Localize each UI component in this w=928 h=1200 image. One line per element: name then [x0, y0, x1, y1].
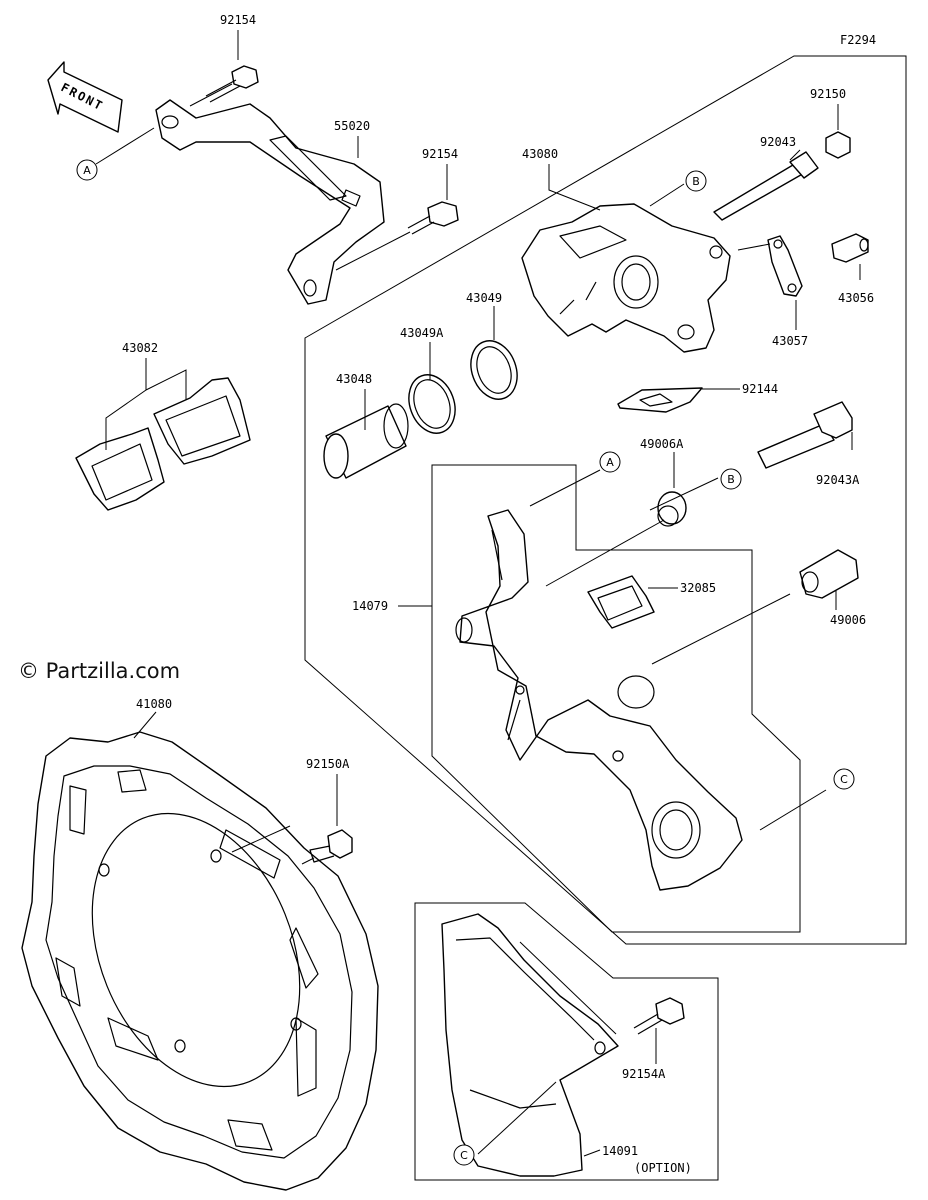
- part-label-92144: 92144: [742, 382, 778, 396]
- caliper-assembly-frame: [304, 55, 907, 945]
- part-label-92154-top: 92154: [220, 13, 256, 27]
- part-label-43056: 43056: [838, 291, 874, 305]
- plate-43057: [767, 235, 803, 297]
- svg-text:B: B: [692, 175, 700, 188]
- part-label-49006A: 49006A: [640, 437, 684, 451]
- bolt-92150A: [309, 829, 353, 863]
- pin-92043: [713, 151, 819, 221]
- part-label-92043A: 92043A: [816, 473, 860, 487]
- seal-43049A: [408, 374, 456, 434]
- callout-a-upper: A: [76, 159, 98, 181]
- callout-a-lower: A: [599, 451, 621, 473]
- bolt-92154-middle: [407, 201, 459, 235]
- callout-c-lower: C: [453, 1144, 475, 1166]
- part-label-43049: 43049: [466, 291, 502, 305]
- part-label-41080: 41080: [136, 697, 172, 711]
- brake-disc-41080: [21, 731, 379, 1191]
- caliper-body-43080: [521, 203, 731, 353]
- part-label-43082: 43082: [122, 341, 158, 355]
- caliper-guard-14091: [441, 913, 619, 1177]
- part-label-92043: 92043: [760, 135, 796, 149]
- clip-32085: [587, 575, 655, 629]
- part-label-43049A: 43049A: [400, 326, 444, 340]
- cap-92150: [825, 131, 851, 159]
- part-label-92150A: 92150A: [306, 757, 350, 771]
- piston-43048: [323, 403, 409, 479]
- svg-text:A: A: [83, 164, 91, 177]
- part-label-55020: 55020: [334, 119, 370, 133]
- part-label-14091: 14091: [602, 1144, 638, 1158]
- callout-b-lower: B: [720, 468, 742, 490]
- brake-pedal-bracket-55020: [155, 99, 385, 305]
- part-label-32085: 32085: [680, 581, 716, 595]
- part-label-92154-middle: 92154: [422, 147, 458, 161]
- callout-c-upper: C: [833, 768, 855, 790]
- leader-lines: [95, 30, 861, 1157]
- part-label-92150: 92150: [810, 87, 846, 101]
- caliper-bracket-14079: [455, 509, 743, 891]
- brake-pads-43082: [75, 377, 251, 511]
- guard-option-frame: [414, 902, 719, 1181]
- part-label-43048: 43048: [336, 372, 372, 386]
- figure-code: F2294: [840, 33, 876, 47]
- seal-43049: [470, 340, 518, 400]
- bracket-subassembly-frame: [431, 464, 801, 933]
- part-label-43080: 43080: [522, 147, 558, 161]
- part-label-49006: 49006: [830, 613, 866, 627]
- pin-92043A: [757, 401, 853, 469]
- front-arrow-icon: FRONT: [47, 61, 123, 133]
- bolt-92154A: [633, 997, 685, 1035]
- part-label-14079: 14079: [352, 599, 388, 613]
- svg-text:A: A: [606, 456, 614, 469]
- option-label: (OPTION): [634, 1161, 692, 1175]
- part-label-43057: 43057: [772, 334, 808, 348]
- boot-49006: [799, 549, 859, 599]
- boot-49006A: [657, 491, 687, 527]
- bolt-92154-top: [205, 65, 259, 103]
- watermark: © Partzilla.com: [18, 659, 180, 683]
- svg-text:C: C: [840, 773, 848, 786]
- svg-text:B: B: [727, 473, 735, 486]
- spring-92144: [617, 387, 703, 413]
- bleeder-43056: [831, 233, 869, 263]
- part-label-92154A: 92154A: [622, 1067, 666, 1081]
- callout-b-upper: B: [685, 170, 707, 192]
- svg-text:C: C: [460, 1149, 468, 1162]
